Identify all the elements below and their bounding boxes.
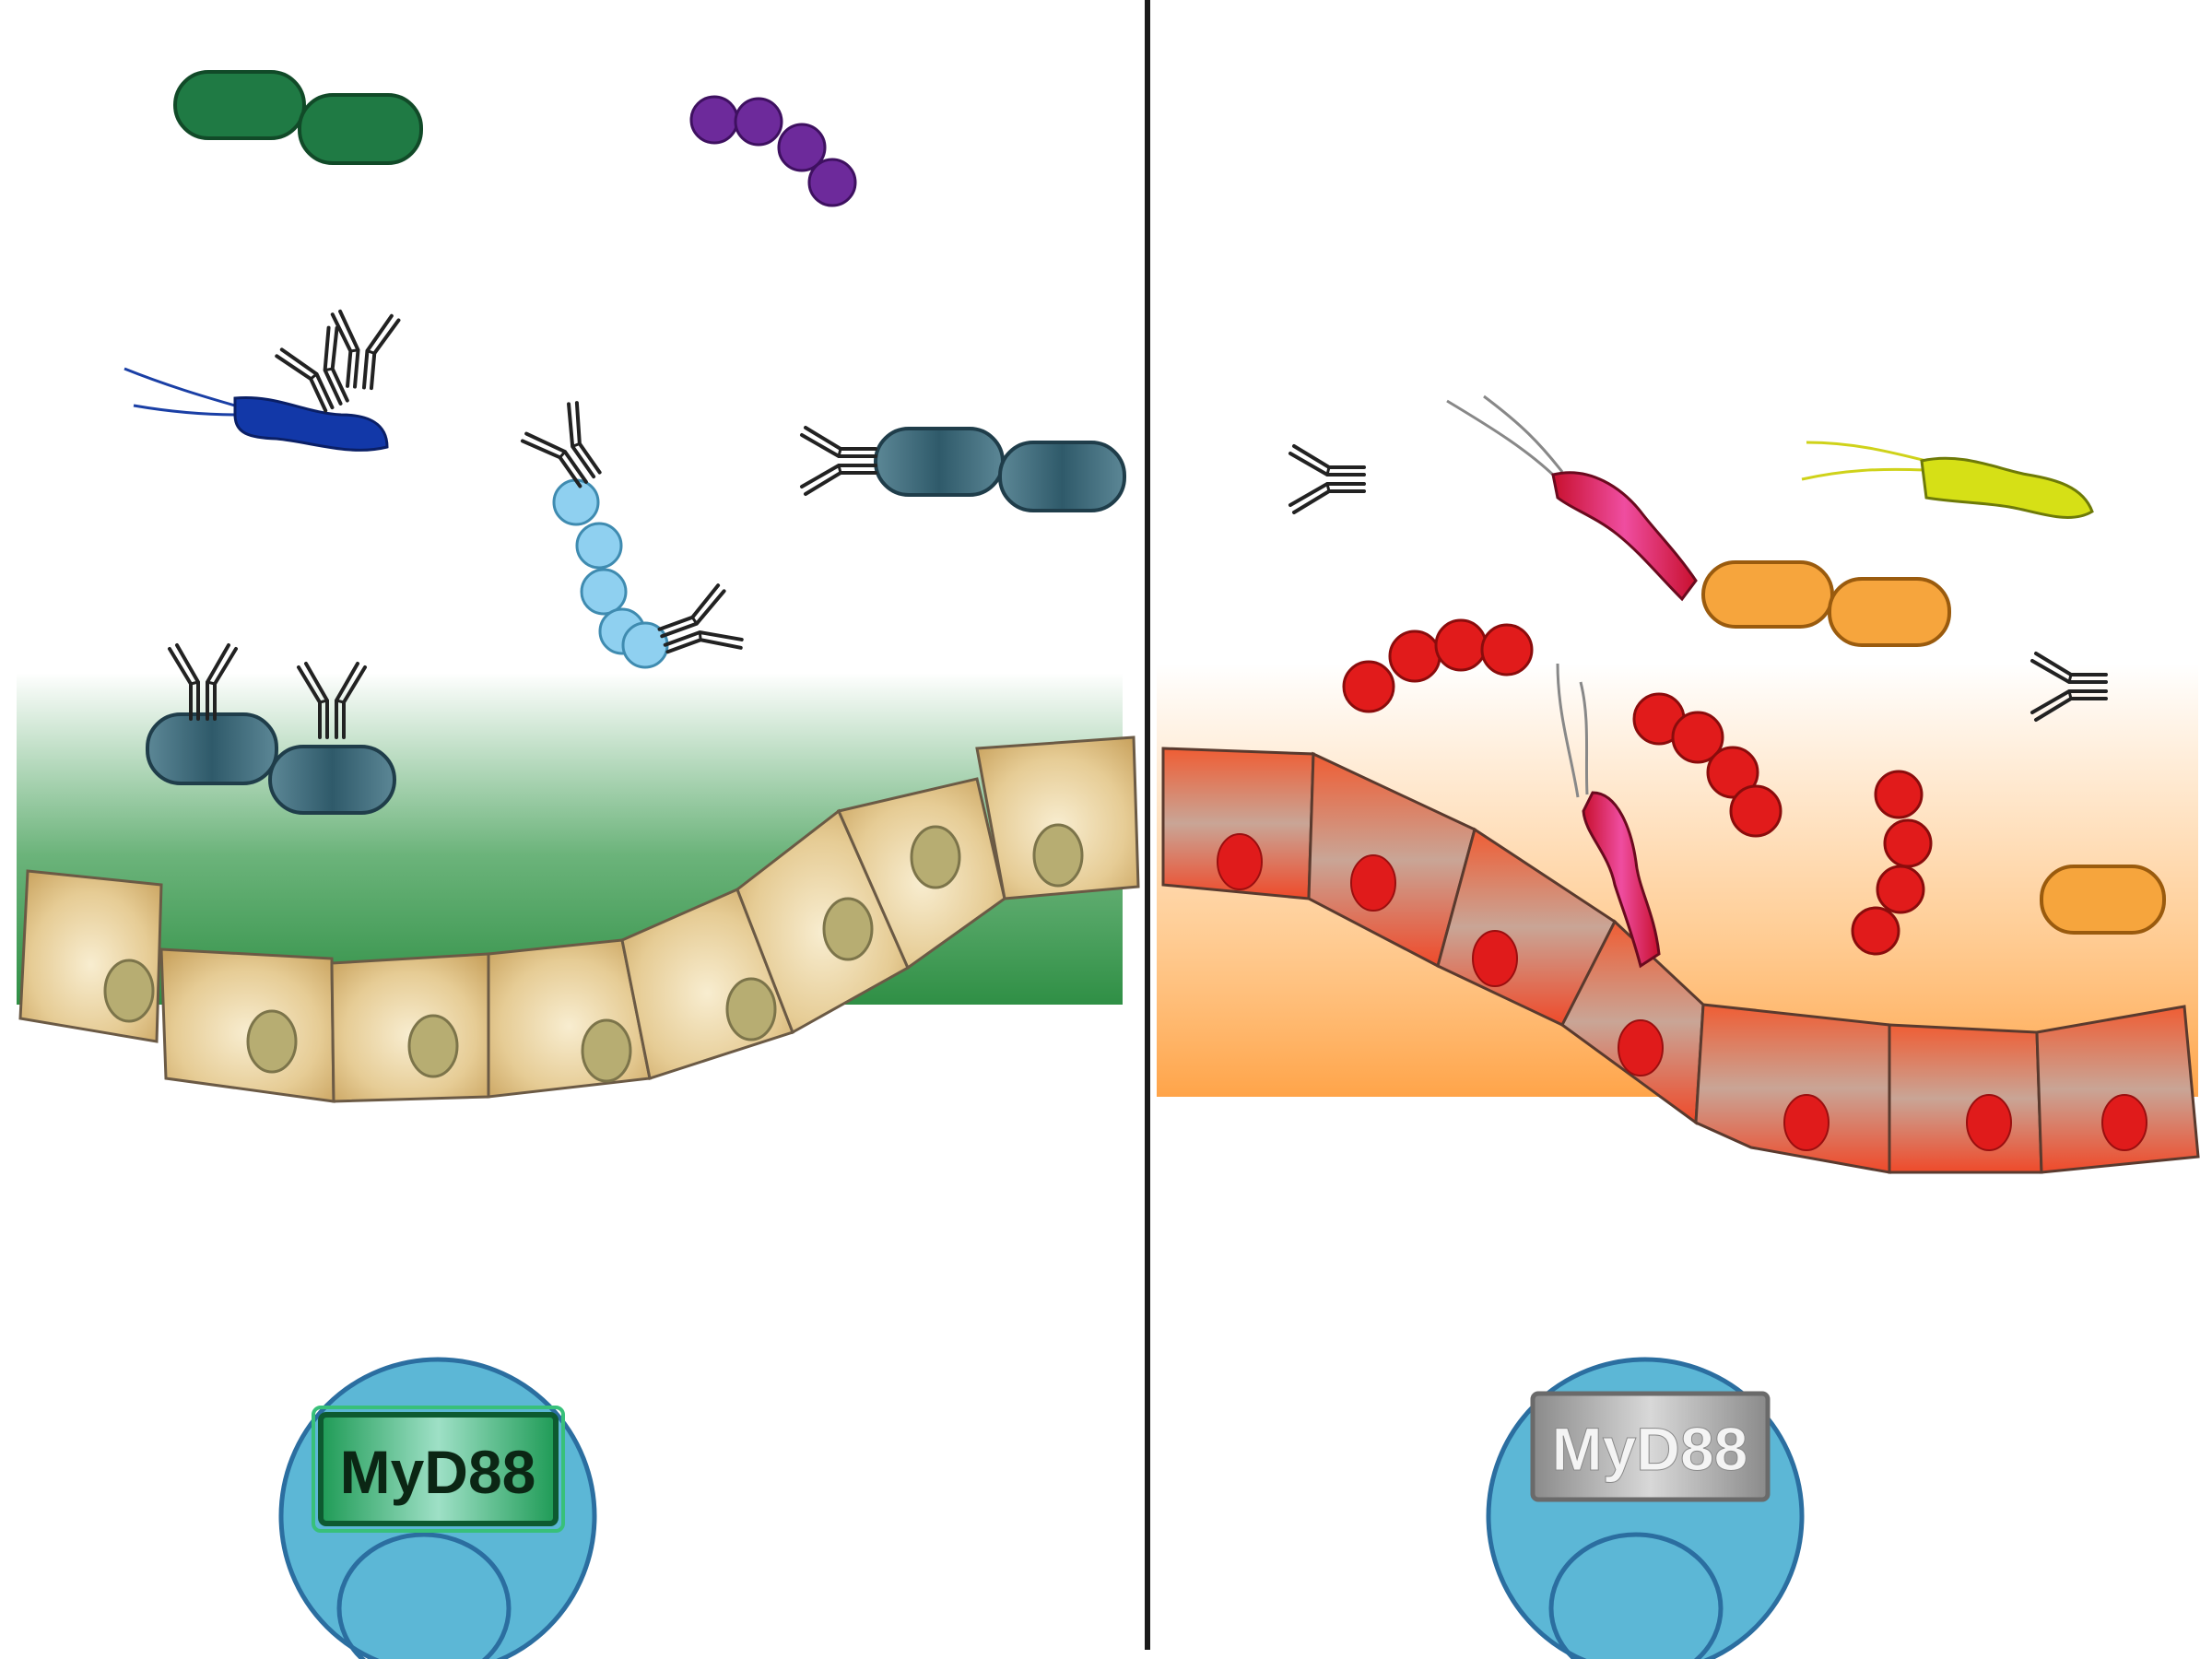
blue-flagellate-bacterium xyxy=(124,367,389,452)
nucleus xyxy=(1472,930,1518,987)
bacterium-icon xyxy=(173,70,306,140)
orange-rod-bacterium xyxy=(1701,560,2166,935)
bacterium-icon xyxy=(1883,818,1933,868)
bacterium-icon xyxy=(268,745,396,815)
slate-rod-bacterium xyxy=(874,427,1126,512)
antibody-icon xyxy=(650,582,747,674)
nucleus xyxy=(1350,854,1396,912)
nucleus xyxy=(1618,1019,1664,1077)
nucleus xyxy=(1966,1094,2012,1151)
bacterium-icon xyxy=(734,97,783,147)
bacterium-icon xyxy=(146,712,278,785)
antibody-icon xyxy=(1288,444,1366,514)
bacterium-icon xyxy=(580,568,628,616)
myd88-inactive-badge xyxy=(1530,1391,1771,1502)
bacterium-icon xyxy=(552,478,600,526)
nucleus xyxy=(2101,1094,2147,1151)
bacterium-icon xyxy=(1551,471,1698,602)
nucleus xyxy=(1783,1094,1830,1151)
yellow-flagellate-bacterium xyxy=(1801,441,2094,519)
nucleus xyxy=(581,1018,632,1083)
epithelial-cell-icon xyxy=(330,952,490,1103)
nucleus xyxy=(822,897,874,961)
nucleus xyxy=(103,959,155,1023)
bacterium-icon xyxy=(874,427,1005,497)
antibody-icon xyxy=(800,426,877,496)
purple-cocci-chain xyxy=(689,95,857,207)
bacterium-icon xyxy=(1342,660,1395,713)
epithelial-cell-icon xyxy=(159,947,335,1103)
epithelial-cell-icon xyxy=(1888,1023,2043,1174)
nucleus xyxy=(725,977,777,1041)
bacterium-icon xyxy=(1874,770,1924,819)
red-cocci-chains xyxy=(1342,618,1933,956)
red-flagellate-bacterium xyxy=(1446,394,1698,602)
bacterium-icon xyxy=(1480,623,1534,677)
bacterium-icon xyxy=(1701,560,1834,629)
green-rod-bacterium xyxy=(173,70,423,165)
bacterium-icon xyxy=(1434,618,1488,672)
bacterium-icon xyxy=(1729,784,1783,838)
bacterium-icon xyxy=(998,441,1126,512)
nucleus xyxy=(1217,833,1263,890)
nucleus-icon xyxy=(336,1532,512,1659)
bacterium-icon xyxy=(1876,865,1925,914)
bacterium-icon xyxy=(2040,865,2166,935)
bacterium-icon xyxy=(575,522,623,570)
epithelial-cell-icon xyxy=(975,735,1140,900)
invading-flagellate xyxy=(1556,663,1661,969)
inflamed-epithelium xyxy=(1161,747,2200,1174)
nucleus xyxy=(1032,823,1084,888)
nucleus xyxy=(910,825,961,889)
bacterium-icon xyxy=(1706,746,1759,799)
bacterium-icon xyxy=(233,395,389,452)
bacterium-icon xyxy=(1828,577,1951,647)
bacterium-icon xyxy=(1851,906,1900,956)
slate-rod-bacterium-mucus xyxy=(146,712,396,815)
bacterium-icon xyxy=(777,123,827,172)
bacterium-icon xyxy=(689,95,739,145)
bacterium-icon xyxy=(1388,629,1441,683)
epithelial-cell-icon xyxy=(2035,1005,2200,1174)
nucleus-icon xyxy=(1548,1532,1724,1659)
epithelial-cell-icon xyxy=(1694,1003,1891,1174)
myd88-active-label: MyD88 xyxy=(340,1438,536,1506)
myd88-active-badge xyxy=(318,1412,559,1526)
immune-cell-right: MyD88 xyxy=(1486,1357,1805,1659)
nucleus xyxy=(246,1009,298,1074)
immune-cell-left: MyD88 xyxy=(278,1357,597,1659)
myd88-inactive-label: MyD88 xyxy=(1552,1415,1748,1483)
healthy-epithelium xyxy=(18,735,1140,1103)
bacterium-icon xyxy=(1671,711,1724,764)
bacterium-icon xyxy=(807,158,857,207)
bacterium-icon xyxy=(1582,791,1661,969)
lightblue-cocci-chain xyxy=(552,478,669,669)
bacterium-icon xyxy=(298,93,423,165)
nucleus xyxy=(407,1014,459,1078)
bacterium-icon xyxy=(1920,456,2094,519)
